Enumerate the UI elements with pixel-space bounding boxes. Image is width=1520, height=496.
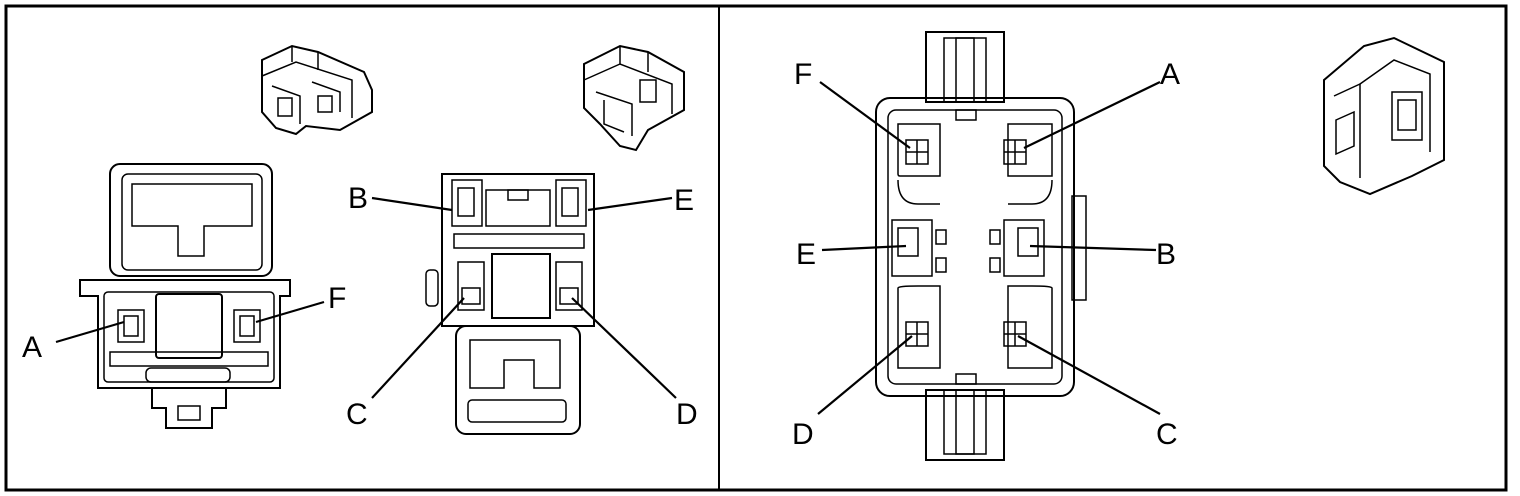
iso-connector-3: [1323, 36, 1445, 196]
label-a-view1: A: [22, 331, 42, 364]
leader-line-a-view1: [55, 320, 125, 344]
label-d-view2: D: [676, 398, 698, 431]
leader-line-f-face: [819, 81, 911, 149]
iso-connector-2: [583, 44, 685, 152]
label-f-face: F: [794, 58, 812, 91]
label-a-face: A: [1160, 58, 1180, 91]
label-c-view2: C: [346, 398, 368, 431]
leader-line-a-face: [1023, 81, 1161, 149]
outer-frame: [4, 4, 1508, 492]
label-c-face: C: [1156, 418, 1178, 451]
leader-line-b-face: [1029, 244, 1157, 252]
label-b-face: B: [1156, 238, 1176, 271]
leader-line-d-view2: [571, 297, 677, 399]
leader-line-c-face: [1017, 335, 1161, 415]
connector-view-1: [79, 163, 291, 429]
connector-view-2: [425, 173, 595, 435]
label-e-view2: E: [674, 184, 694, 217]
leader-line-e-view2: [587, 196, 673, 212]
label-d-face: D: [792, 418, 814, 451]
leader-line-e-face: [821, 244, 907, 252]
leader-line-f-view1: [255, 300, 325, 324]
leader-line-c-view2: [371, 297, 465, 399]
label-f-view1: F: [328, 282, 346, 315]
leader-line-d-face: [817, 335, 913, 415]
iso-connector-1: [261, 44, 373, 136]
label-b-view2: B: [348, 182, 368, 215]
label-e-face: E: [796, 238, 816, 271]
leader-line-b-view2: [371, 196, 453, 212]
